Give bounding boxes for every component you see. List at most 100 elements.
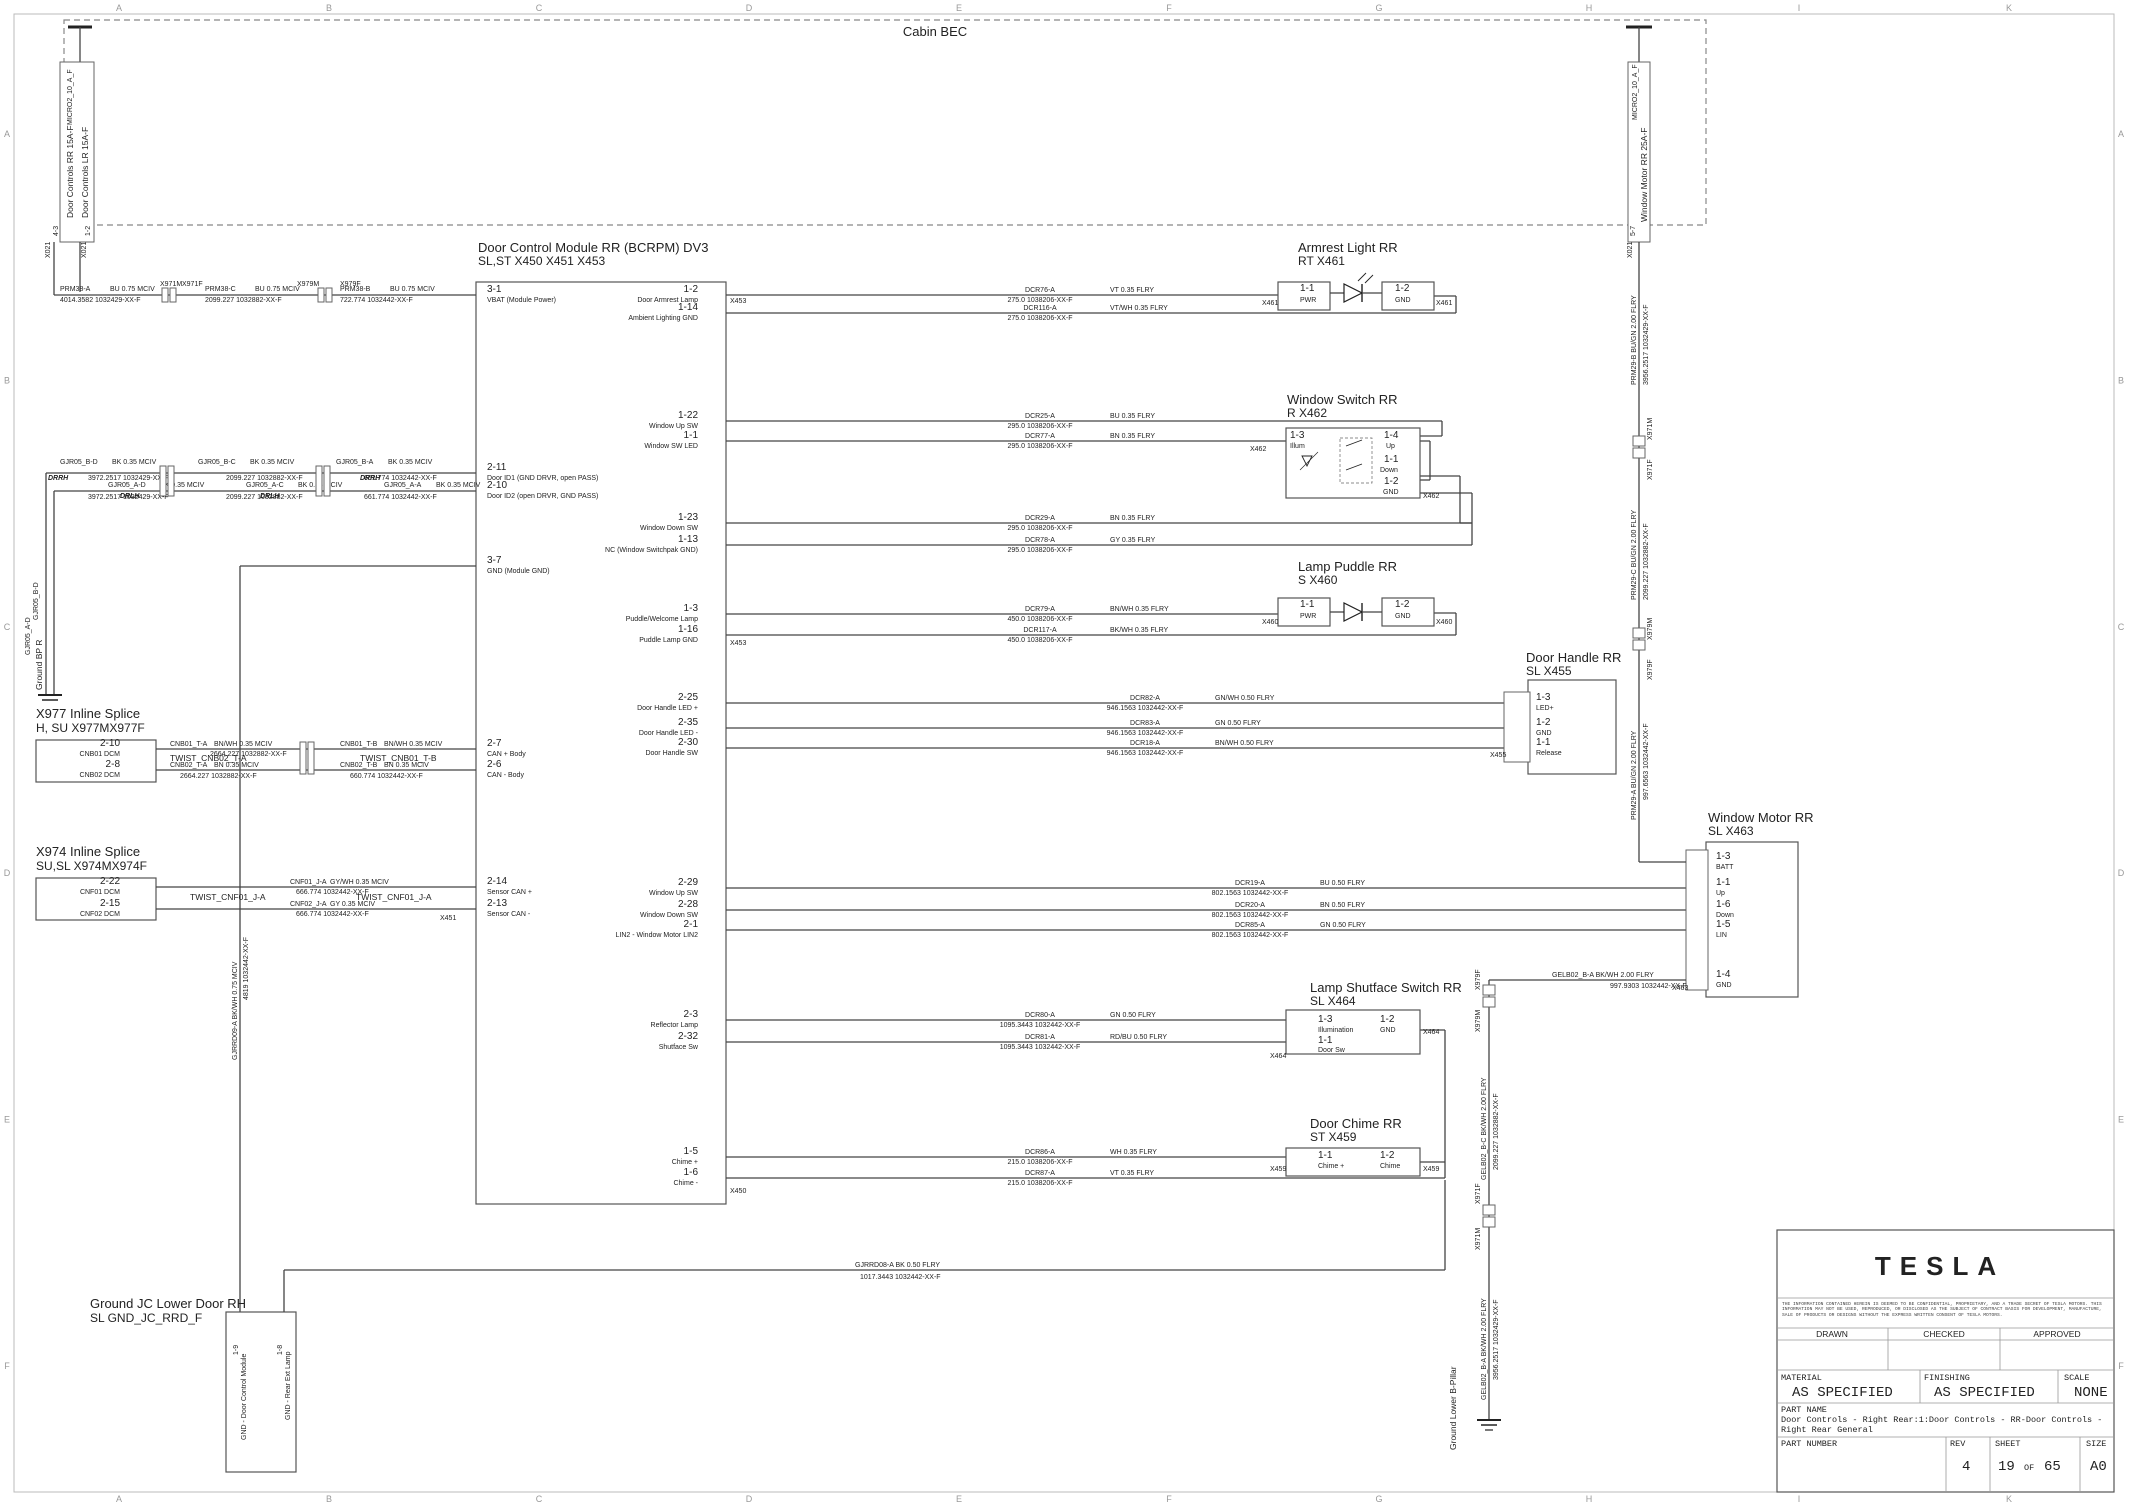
grid-col-label: D: [746, 3, 753, 13]
wire-spec-label: GN/WH 0.50 FLRY: [1215, 695, 1275, 702]
dcm-left-pin-number: 2-10: [487, 480, 507, 491]
fuse-block-left: [59, 61, 95, 243]
dcm-right-pin-name: Puddle Lamp GND: [639, 637, 698, 644]
wire-len-label: 1095.3443 1032442-XX-F: [1000, 1044, 1081, 1051]
dcm-right-pin-number: 1-6: [684, 1167, 699, 1178]
gnd-vertical-label: GJRRD09-A BK/WH 0.75 MCIV: [232, 961, 239, 1060]
splice-pin-name: CNF02 DCM: [80, 911, 120, 918]
window-motor-pin-number: 1-5: [1716, 919, 1731, 930]
gjr-wire-len: 2099.227 1032882-XX-F: [226, 475, 303, 482]
dcm-right-pin-name: Window Down SW: [640, 912, 698, 919]
grid-col-label: F: [1166, 3, 1172, 13]
dcm-left-pin-name: Sensor CAN +: [487, 889, 532, 896]
gjr-wire-spec: BK 0.35 MCIV: [250, 459, 295, 466]
puddle-pin-1-name: PWR: [1300, 613, 1316, 620]
wire-spec-label: VT 0.35 FLRY: [1110, 287, 1154, 294]
dcm-left-pin-name: Door ID1 (GND DRVR, open PASS): [487, 475, 598, 482]
dcm-left-pin-name: Sensor CAN -: [487, 911, 531, 918]
dcm-right-pin-number: 2-25: [678, 692, 698, 703]
gnd-conn-x971f: X971F: [1475, 1183, 1482, 1204]
approved-label: APPROVED: [2033, 1329, 2080, 1339]
dcm-right-pin-number: 1-23: [678, 512, 698, 523]
wire-id-label: DCR29-A: [1025, 515, 1055, 522]
prm38-wire-len: 722.774 1032442-XX-F: [340, 297, 413, 304]
dcm-conn-x453: X453: [730, 298, 746, 305]
grid-row-label: D: [2118, 868, 2125, 878]
ground-jc-pin-2-name: GND - Rear Ext Lamp: [285, 1351, 292, 1420]
fuse-left-name-2: Door Controls LR 15A-F: [80, 127, 90, 218]
ws-pin-up-name: Up: [1386, 443, 1395, 450]
window-motor-title: Window Motor RR: [1708, 810, 1813, 825]
gjr-wire-len: 661.774 1032442-XX-F: [364, 494, 437, 501]
dcm-left-pin-number: 3-7: [487, 555, 502, 566]
finishing-value: AS SPECIFIED: [1934, 1385, 2035, 1401]
ws-pin-down: 1-1: [1384, 454, 1399, 465]
wire-id-label: DCR85-A: [1235, 922, 1265, 929]
wire-id-label: DCR83-A: [1130, 720, 1160, 727]
x974-subtitle: SU,SL X974MX974F: [36, 859, 147, 873]
dcm-left-pin-name: Door ID2 (open DRVR, GND PASS): [487, 493, 598, 500]
confidential-notice: THE INFORMATION CONTAINED HEREIN IS DEEM…: [1782, 1302, 2102, 1318]
wire-len-label: 215.0 1038206-XX-F: [1008, 1180, 1073, 1187]
can-connector: [307, 741, 315, 775]
wire-spec-label: WH 0.35 FLRY: [1110, 1149, 1157, 1156]
chime-title: Door Chime RR: [1310, 1116, 1402, 1131]
window-motor-pin-name: Down: [1716, 912, 1734, 919]
grid-row-label: A: [2118, 129, 2124, 139]
shutface-title: Lamp Shutface Switch RR: [1310, 980, 1462, 995]
prm29-c-label: PRM29-C BU/GN 2.00 FLRY: [1631, 510, 1638, 600]
puddle-pin-2-name: GND: [1395, 613, 1411, 620]
prm29-b-len: 3956.2517 1032429-XX-F: [1643, 304, 1650, 385]
wire-spec-label: GY 0.35 FLRY: [1110, 537, 1156, 544]
wire-len-label: 275.0 1038206-XX-F: [1008, 315, 1073, 322]
dcm-right-pin-name: Reflector Lamp: [651, 1022, 699, 1029]
chime-pin-2-name: Chime: [1380, 1163, 1400, 1170]
dcm-right-pin-name: Door Handle LED +: [637, 705, 698, 712]
wire-len-label: 215.0 1038206-XX-F: [1008, 1159, 1073, 1166]
wire-len-label: 450.0 1038206-XX-F: [1008, 637, 1073, 644]
dcm-right-pin-name: Door Armrest Lamp: [637, 297, 698, 304]
door-handle-subtitle: SL X455: [1526, 664, 1572, 678]
dcm-right-pin-number: 2-30: [678, 737, 698, 748]
dcm-right-pin-number: 2-29: [678, 877, 698, 888]
dcm-right-pin-number: 1-22: [678, 410, 698, 421]
puddle-title: Lamp Puddle RR: [1298, 559, 1397, 574]
drawn-label: DRAWN: [1816, 1329, 1848, 1339]
rev-label: REV: [1950, 1439, 1966, 1449]
wire-len-label: 802.1563 1032442-XX-F: [1212, 890, 1289, 897]
wire-len-label: 295.0 1038206-XX-F: [1008, 443, 1073, 450]
dcm-right-pin-number: 2-28: [678, 899, 698, 910]
can-wire-len: 2664.227 1032882-XX-F: [180, 773, 257, 780]
dcm-right-pin-number: 2-3: [684, 1009, 699, 1020]
ground-jc-pin-1-name: GND - Door Control Module: [241, 1354, 248, 1440]
conn-x021-right: X021: [1627, 242, 1634, 258]
prm38-wire-len: 4014.3582 1032429-XX-F: [60, 297, 141, 304]
gjr-wire-id: GJR05_B-C: [198, 459, 236, 466]
ws-conn-a: X462: [1250, 446, 1266, 453]
prm38-wire-spec: BU 0.75 MCIV: [255, 286, 300, 293]
wire-spec-label: GN 0.50 FLRY: [1110, 1012, 1156, 1019]
ws-pin-down-name: Down: [1380, 467, 1398, 474]
gelb02-len: 997.9303 1032442-XX-F: [1610, 983, 1687, 990]
prm29-a-label: PRM29-A BU/GN 2.00 FLRY: [1631, 730, 1638, 820]
dcm-left-pin-name: CAN + Body: [487, 751, 526, 758]
armrest-conn-a: X461: [1262, 300, 1278, 307]
wire-len-label: 946.1563 1032442-XX-F: [1107, 730, 1184, 737]
wire-spec-label: VT/WH 0.35 FLRY: [1110, 305, 1168, 312]
twist-label: TWIST_CNB02_T-A: [170, 753, 247, 763]
cnf-wire-len: 666.774 1032442-XX-F: [296, 911, 369, 918]
wire-spec-label: BN/WH 0.50 FLRY: [1215, 740, 1274, 747]
x977-subtitle: H, SU X977MX977F: [36, 721, 145, 735]
window-switch-box: [1285, 427, 1421, 499]
wire-id-label: DCR18-A: [1130, 740, 1160, 747]
grid-col-label: H: [1586, 1494, 1593, 1504]
armrest-title: Armrest Light RR: [1298, 240, 1398, 255]
splice-pin-number: 2-22: [100, 876, 120, 887]
prm29-a-len: 997.6563 1032442-XX-F: [1643, 723, 1650, 800]
grid-row-label: A: [4, 129, 10, 139]
wire-spec-label: BN/WH 0.35 FLRY: [1110, 606, 1169, 613]
ground-b-pillar-label: Ground Lower B-Pillar: [1448, 1366, 1458, 1450]
door-handle-title: Door Handle RR: [1526, 650, 1621, 665]
